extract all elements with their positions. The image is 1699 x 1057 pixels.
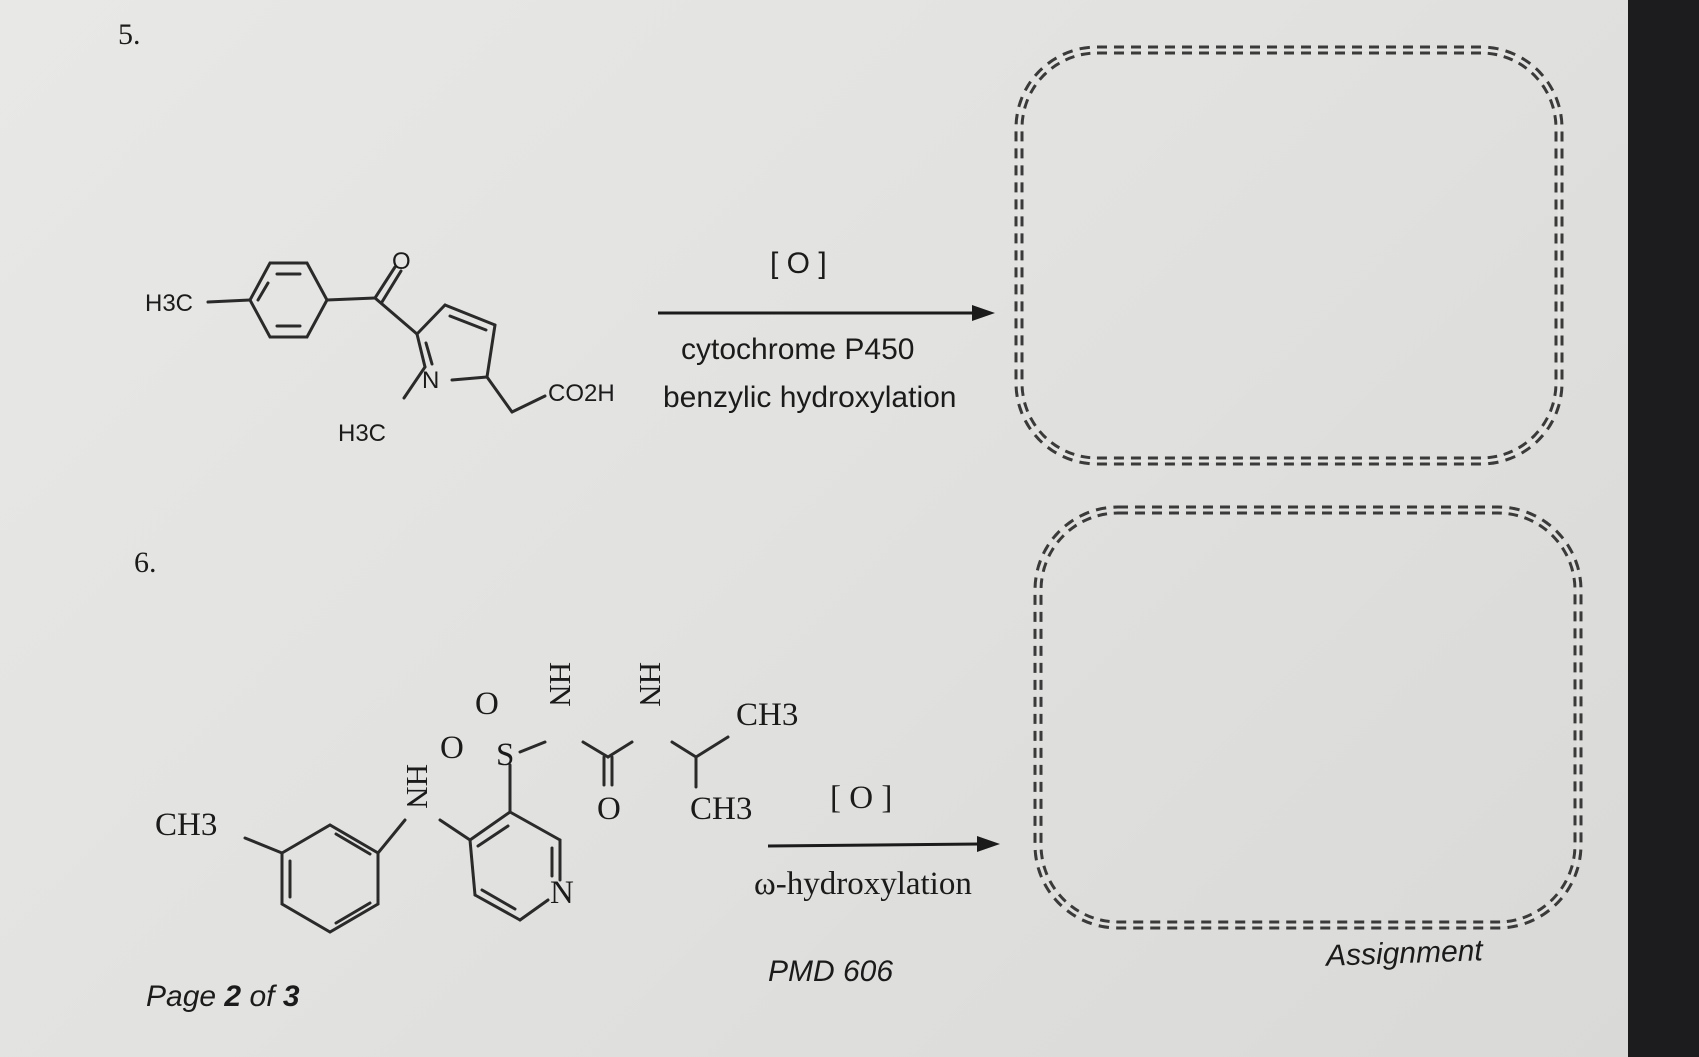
course-code: PMD 606 bbox=[768, 955, 894, 988]
q6-n-ch-bond bbox=[670, 740, 698, 759]
question-5-number: 5. bbox=[118, 18, 141, 51]
q6-answer-box-inner bbox=[1036, 508, 1580, 927]
q5-reagent-reaction-type: benzylic hydroxylation bbox=[663, 381, 957, 414]
q5-methyl-bond bbox=[206, 298, 252, 304]
q6-label-ch3-top: CH3 bbox=[736, 697, 799, 733]
q5-label-h3c-n: H3C bbox=[338, 420, 387, 447]
q5-carbonyl-bond bbox=[325, 296, 377, 302]
page-current: 2 bbox=[224, 980, 242, 1013]
page-of: of bbox=[249, 980, 275, 1013]
q5-n-methyl-bond bbox=[402, 365, 427, 400]
page-prefix: Page bbox=[146, 980, 217, 1013]
q5-pyrrole-ring bbox=[415, 303, 497, 382]
q6-label-o-top: O bbox=[475, 686, 499, 722]
q5-answer-box-inner bbox=[1017, 48, 1561, 463]
q5-co-double-1 bbox=[373, 265, 397, 300]
q6-reaction-arrow bbox=[767, 836, 1000, 852]
q6-n-c-bond bbox=[581, 740, 610, 759]
q6-label-s: S bbox=[496, 737, 515, 773]
q6-s-n-bond bbox=[518, 740, 547, 754]
worksheet-page bbox=[0, 0, 1628, 1057]
q5-ch2-bond-2 bbox=[510, 394, 547, 414]
q6-ch-ch3-top-bond bbox=[694, 735, 730, 759]
q6-c-n-bond bbox=[606, 740, 634, 759]
q6-label-ch3-bottom: CH3 bbox=[690, 791, 753, 827]
question-6-number: 6. bbox=[134, 546, 157, 579]
q5-reagent-enzyme: cytochrome P450 bbox=[681, 333, 915, 366]
q5-to-pyrrole bbox=[373, 296, 419, 336]
q5-label-h3c-left: H3C bbox=[145, 290, 194, 317]
q6-methyl-bond bbox=[243, 836, 284, 855]
page-total: 3 bbox=[282, 980, 300, 1013]
q5-label-o: O bbox=[392, 248, 411, 275]
q6-nh-bond bbox=[376, 818, 407, 855]
q6-label-o-left: O bbox=[440, 730, 464, 766]
q6-label-nh2: HN bbox=[633, 662, 668, 707]
page-number: Page 2 of 3 bbox=[146, 980, 300, 1014]
q5-reaction-arrow bbox=[658, 305, 995, 321]
q6-reagent-oxidant: [ O ] bbox=[830, 780, 893, 816]
q5-label-n: N bbox=[422, 367, 440, 394]
q6-label-n-pyridine: N bbox=[550, 875, 574, 911]
q5-benzene-ring bbox=[248, 261, 329, 339]
assignment-label: Assignment bbox=[1325, 934, 1484, 973]
q5-ch2-bond-1 bbox=[485, 375, 514, 414]
q5-co-double-2 bbox=[380, 269, 403, 304]
q6-pyridine-ring bbox=[468, 810, 562, 922]
q5-answer-box bbox=[1014, 45, 1564, 466]
q5-label-co2h: CO2H bbox=[548, 380, 615, 407]
q6-label-o-carbonyl: O bbox=[597, 791, 621, 827]
q6-label-nh1: HN bbox=[543, 662, 578, 707]
q5-reagent-oxidant: [ O ] bbox=[770, 247, 827, 280]
q6-nh-pyridine-bond bbox=[438, 818, 472, 842]
q6-benzene-ring bbox=[280, 823, 380, 934]
q6-reagent-reaction-type: ω-hydroxylation bbox=[754, 866, 972, 902]
q6-label-hn: HN bbox=[400, 764, 435, 809]
q6-answer-box bbox=[1033, 505, 1583, 930]
q6-label-ch3-ring: CH3 bbox=[155, 807, 218, 843]
